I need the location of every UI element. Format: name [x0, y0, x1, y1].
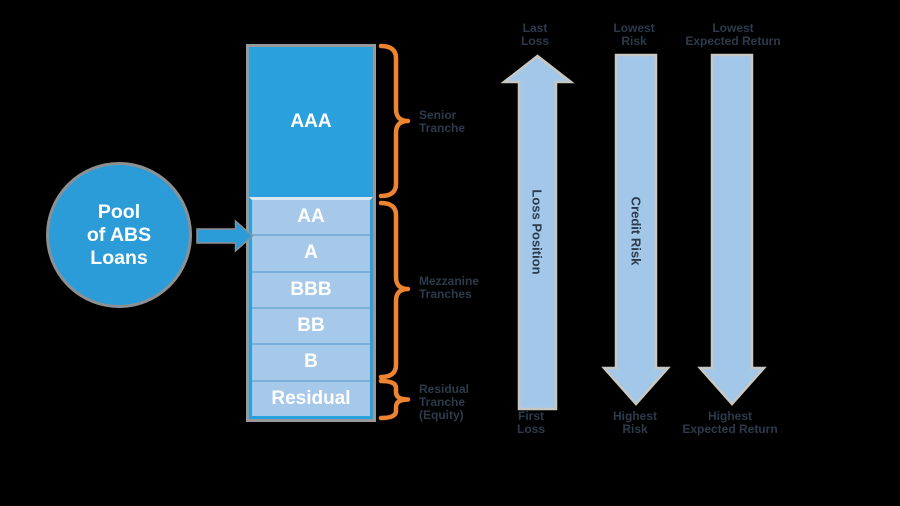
expected-return-bottom-caption: Highest Expected Return [682, 409, 778, 436]
tranche-block-bbb: BBB [252, 270, 370, 307]
loss-position-bottom-caption: First Loss [516, 409, 546, 436]
tranche-label: A [304, 242, 318, 264]
loss-position-arrow-label: Loss Position [529, 189, 545, 275]
credit-risk-top-caption: Lowest Risk [613, 21, 655, 48]
tranche-label: BBB [290, 278, 332, 300]
tranche-label: AA [297, 206, 325, 228]
expected-return-arrow [697, 53, 767, 406]
pool-label-line: Loans [90, 246, 148, 269]
residual-tranche-label: Residual Tranche (Equity) [419, 382, 470, 422]
tranche-block-aaa: AAA [249, 47, 373, 197]
loss-position-top-caption: Last Loss [520, 21, 550, 48]
expected-return-top-caption: Lowest Expected Return [685, 21, 781, 48]
tranche-block-bb: BB [252, 306, 370, 344]
credit-risk-bottom-caption: Highest Risk [612, 409, 658, 436]
junior-tranche-section: AA A BBB BB B Residual [249, 197, 373, 419]
tranche-label: AAA [290, 111, 332, 132]
tranche-label: Residual [271, 387, 351, 409]
tranche-label: BB [297, 315, 325, 337]
residual-tranche-brace [378, 378, 411, 421]
tranche-block-b: B [252, 343, 370, 380]
mezzanine-tranches-brace [378, 200, 411, 380]
senior-tranche-brace [378, 43, 411, 199]
pool-to-tranches-arrow [196, 219, 254, 253]
senior-tranche-label: Senior Tranche [419, 108, 466, 135]
tranche-label: B [304, 351, 318, 373]
tranche-block-aa: AA [252, 200, 370, 235]
credit-risk-arrow-label: Credit Risk [628, 196, 644, 266]
pool-label-line: of ABS [86, 223, 152, 246]
pool-label-line: Pool [97, 200, 141, 223]
tranche-block-residual: Residual [252, 379, 370, 416]
pool-of-abs-loans-circle: Pool of ABS Loans [46, 162, 192, 308]
tranche-stack: AAA AA A BBB BB B Residual [246, 44, 376, 422]
tranche-block-a: A [252, 234, 370, 271]
mezzanine-tranches-label: Mezzanine Tranches [419, 274, 480, 301]
